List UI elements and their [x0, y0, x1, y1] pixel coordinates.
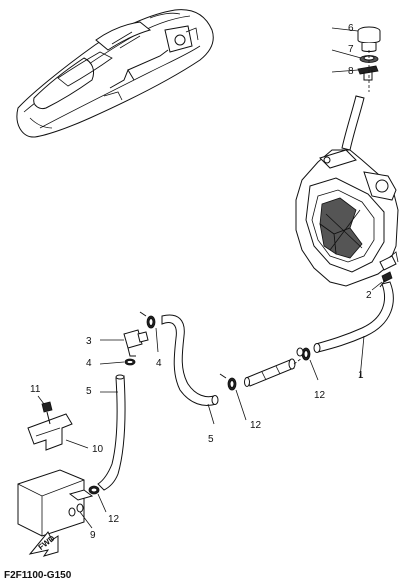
hose-clamp-12-middle [219, 373, 247, 421]
callout-2: 2 [366, 290, 372, 301]
watercraft-illustration [16, 9, 214, 138]
hose-clamp-12-right [301, 347, 319, 381]
upper-pilot-hose [341, 95, 365, 151]
cooling-hose-1 [315, 281, 394, 353]
callout-9: 9 [90, 530, 96, 541]
hose-clamp-12-lower [88, 485, 107, 513]
hose-clamp-4-upper [139, 311, 159, 353]
callout-4-lower: 4 [86, 358, 92, 369]
callout-12-right: 12 [314, 390, 326, 401]
callout-1: 1 [358, 370, 364, 381]
bolt-11 [37, 395, 53, 425]
callout-12-middle: 12 [250, 420, 262, 431]
callout-7: 7 [348, 44, 354, 55]
clamp-washer [296, 347, 304, 357]
jet-pump-housing [295, 149, 399, 287]
callout-3: 3 [86, 336, 92, 347]
hose-joint-nipple [244, 357, 303, 387]
callout-5-short: 5 [86, 386, 92, 397]
diagram-code: F2F1100-G150 [4, 570, 72, 581]
hose-clamp-4-lower [99, 358, 136, 366]
bracket-10 [27, 413, 89, 451]
callout-8: 8 [348, 66, 354, 77]
callout-10: 10 [92, 444, 104, 455]
callout-4-upper: 4 [156, 358, 162, 369]
callout-6: 6 [348, 23, 354, 34]
callout-11: 11 [30, 384, 41, 395]
callout-12-lower: 12 [108, 514, 120, 525]
cooling-hose-5-short [97, 375, 126, 491]
cooling-hose-5-long [161, 314, 217, 406]
pilot-cap-assembly [331, 26, 381, 92]
fitting-3 [100, 329, 149, 357]
callout-5-long: 5 [208, 434, 214, 445]
separator-box [17, 469, 94, 537]
